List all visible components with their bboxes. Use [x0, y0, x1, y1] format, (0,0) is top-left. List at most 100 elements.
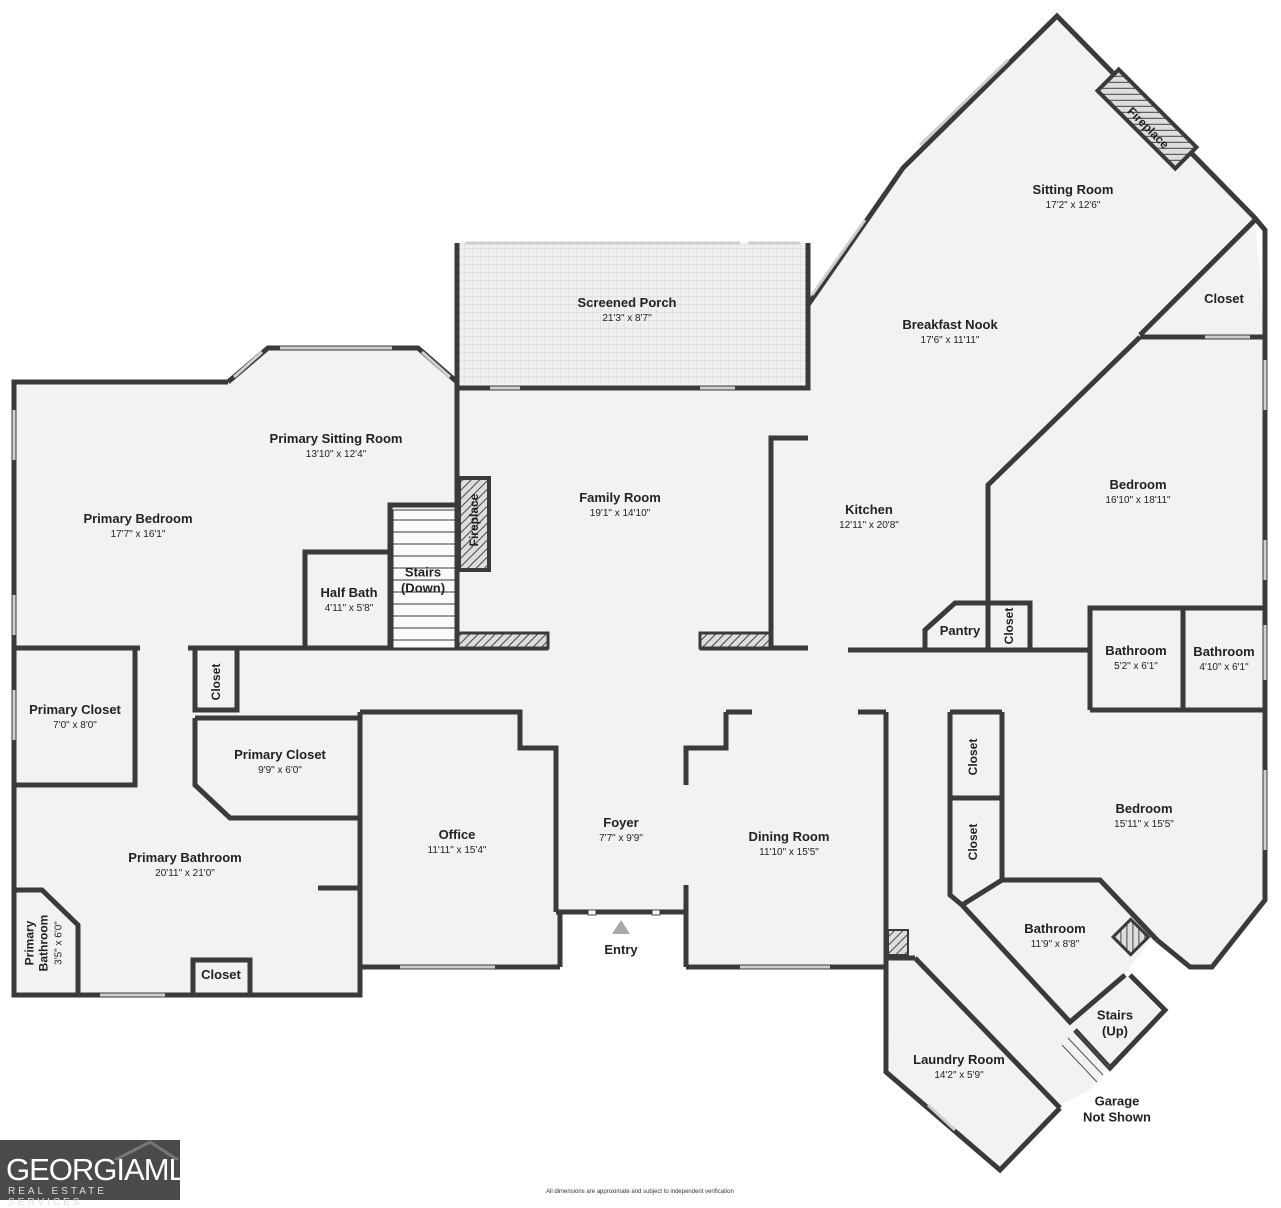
stairs-up [1061, 1029, 1111, 1083]
room-dim: 4'11" x 5'8" [324, 602, 374, 614]
room-half-bath: Half Bath 4'11" x 5'8" [320, 585, 377, 615]
room-primary-bathroom: Primary Bathroom 20'11" x 21'0" [128, 850, 241, 880]
fireplace-sitting [1094, 66, 1200, 172]
room-screened-porch: Screened Porch 21'3" x 8'7" [578, 295, 677, 325]
room-dim: 17'2" x 12'6" [1045, 199, 1101, 211]
room-pantry: Pantry [940, 623, 980, 639]
room-closet-kitchen: Closet [1002, 608, 1016, 645]
room-dim: 11'10" x 15'5" [759, 846, 819, 858]
room-name: Primary Bedroom [83, 511, 193, 527]
room-closet-upper-right: Closet [1204, 291, 1244, 307]
room-name: Closet [965, 738, 980, 776]
label-garage: Garage Not Shown [1083, 1093, 1151, 1124]
room-closet-bedroom-a: Closet [966, 739, 980, 776]
room-bathroom-b: Bathroom 4'10" x 6'1" [1193, 644, 1254, 674]
room-primary-sitting-room: Primary Sitting Room 13'10" x 12'4" [270, 431, 403, 461]
room-primary-closet-b: Primary Closet 9'9" x 6'0" [234, 747, 326, 777]
room-dim: 14'2" x 5'9" [934, 1069, 984, 1081]
room-dim: 4'10" x 6'1" [1199, 661, 1249, 673]
room-dim: 17'6" x 11'11" [920, 334, 980, 346]
room-name: Laundry Room [913, 1052, 1005, 1068]
room-closet-hall: Closet [209, 664, 223, 701]
room-bedroom-lower: Bedroom 15'11" x 15'5" [1114, 801, 1174, 831]
room-dim: 16'10" x 18'11" [1105, 494, 1171, 506]
room-kitchen: Kitchen 12'11" x 20'8" [839, 502, 899, 532]
label-stairs-down: Stairs (Down) [401, 564, 445, 595]
room-name: Half Bath [320, 585, 378, 601]
disclaimer: All dimensions are approximate and subje… [546, 1189, 734, 1195]
room-sitting-room: Sitting Room 17'2" x 12'6" [1033, 182, 1114, 212]
entry-arrow-icon [612, 920, 630, 934]
room-name: Primary Closet [234, 747, 326, 763]
label-entry: Entry [604, 942, 637, 958]
room-bathroom-c: Bathroom 11'9" x 8'8" [1024, 921, 1085, 951]
room-name: Primary Closet [29, 702, 121, 718]
room-name: Office [438, 827, 476, 843]
room-name: Closet [208, 663, 223, 701]
room-family-room: Family Room 19'1" x 14'10" [579, 490, 661, 520]
room-name: Primary Sitting Room [269, 431, 403, 447]
logo-subtext: REAL ESTATE SERVICES [8, 1186, 107, 1208]
room-name: Kitchen [845, 502, 893, 518]
room-name: Bedroom [1115, 801, 1173, 817]
stairs-label: Stairs [1096, 1007, 1134, 1023]
roof-icon [114, 1140, 179, 1160]
fireplace-family [457, 476, 491, 572]
room-name: Dining Room [748, 829, 830, 845]
room-dim: 13'10" x 12'4" [305, 448, 367, 460]
room-dim: 7'7" x 9'9" [599, 832, 643, 844]
room-name: Closet [201, 967, 241, 983]
room-name: Breakfast Nook [902, 317, 998, 333]
room-name: Bedroom [1109, 477, 1167, 493]
garage-note: Not Shown [1083, 1109, 1151, 1124]
fireplace-label: Fireplace [466, 493, 481, 547]
entry-label: Entry [604, 942, 638, 958]
room-name: Primary Bathroom [128, 850, 242, 866]
room-name: Sitting Room [1032, 182, 1114, 198]
hatch-bath [1110, 917, 1151, 957]
room-closet-bathroom: Closet [201, 967, 241, 983]
room-closet-bedroom-b: Closet [966, 824, 980, 861]
room-name-line2: Bathroom [37, 914, 51, 972]
room-name: Screened Porch [577, 295, 677, 311]
room-dim: 20'11" x 21'0" [155, 867, 215, 879]
room-name: Family Room [579, 490, 661, 506]
room-name: Bathroom [1105, 643, 1167, 659]
room-dim: 19'1" x 14'10" [589, 507, 651, 519]
room-primary-bedroom: Primary Bedroom 17'7" x 16'1" [83, 511, 192, 541]
floor-area [14, 16, 1265, 1170]
room-dim: 9'9" x 6'0" [258, 764, 302, 776]
room-dim: 3'5" x 6'0" [53, 921, 65, 965]
room-laundry-room: Laundry Room 14'2" x 5'9" [913, 1052, 1005, 1082]
room-name: Foyer [603, 815, 639, 831]
stairs-direction: (Down) [400, 580, 446, 595]
room-dim: 21'3" x 8'7" [602, 312, 652, 324]
room-dim: 15'11" x 15'5" [1114, 818, 1174, 830]
label-stairs-up: Stairs (Up) [1097, 1007, 1133, 1038]
garage-label: Garage [1094, 1093, 1140, 1109]
room-dim: 5'2" x 6'1" [1114, 660, 1158, 672]
room-name: Bathroom [1193, 644, 1255, 660]
hearth-left [456, 631, 550, 650]
room-name: Closet [1204, 291, 1244, 307]
room-bedroom-upper: Bedroom 16'10" x 18'11" [1105, 477, 1170, 507]
room-primary-bathroom-small: Primary Bathroom 3'5" x 6'0" [23, 915, 66, 972]
stairs-direction: (Up) [1101, 1023, 1128, 1038]
room-name: Closet [1001, 607, 1016, 645]
room-dim: 11'9" x 8'8" [1030, 938, 1080, 950]
hatch-laundry [887, 929, 909, 956]
room-name-line1: Primary [22, 920, 37, 966]
screened-porch-floor [458, 243, 808, 383]
room-foyer: Foyer 7'7" x 9'9" [599, 815, 643, 845]
stairs-down [392, 509, 456, 649]
hearth-right [698, 631, 772, 650]
room-name: Closet [965, 823, 980, 861]
room-dim: 17'7" x 16'1" [110, 528, 166, 540]
georgia-mls-logo: GEORGIAMLS REAL ESTATE SERVICES [0, 1140, 205, 1208]
room-dim: 11'11" x 15'4" [427, 844, 487, 856]
windows [12, 58, 1267, 1132]
room-office: Office 11'11" x 15'4" [428, 827, 487, 857]
stairs-label: Stairs [404, 564, 442, 580]
room-name: Bathroom [1024, 921, 1086, 937]
